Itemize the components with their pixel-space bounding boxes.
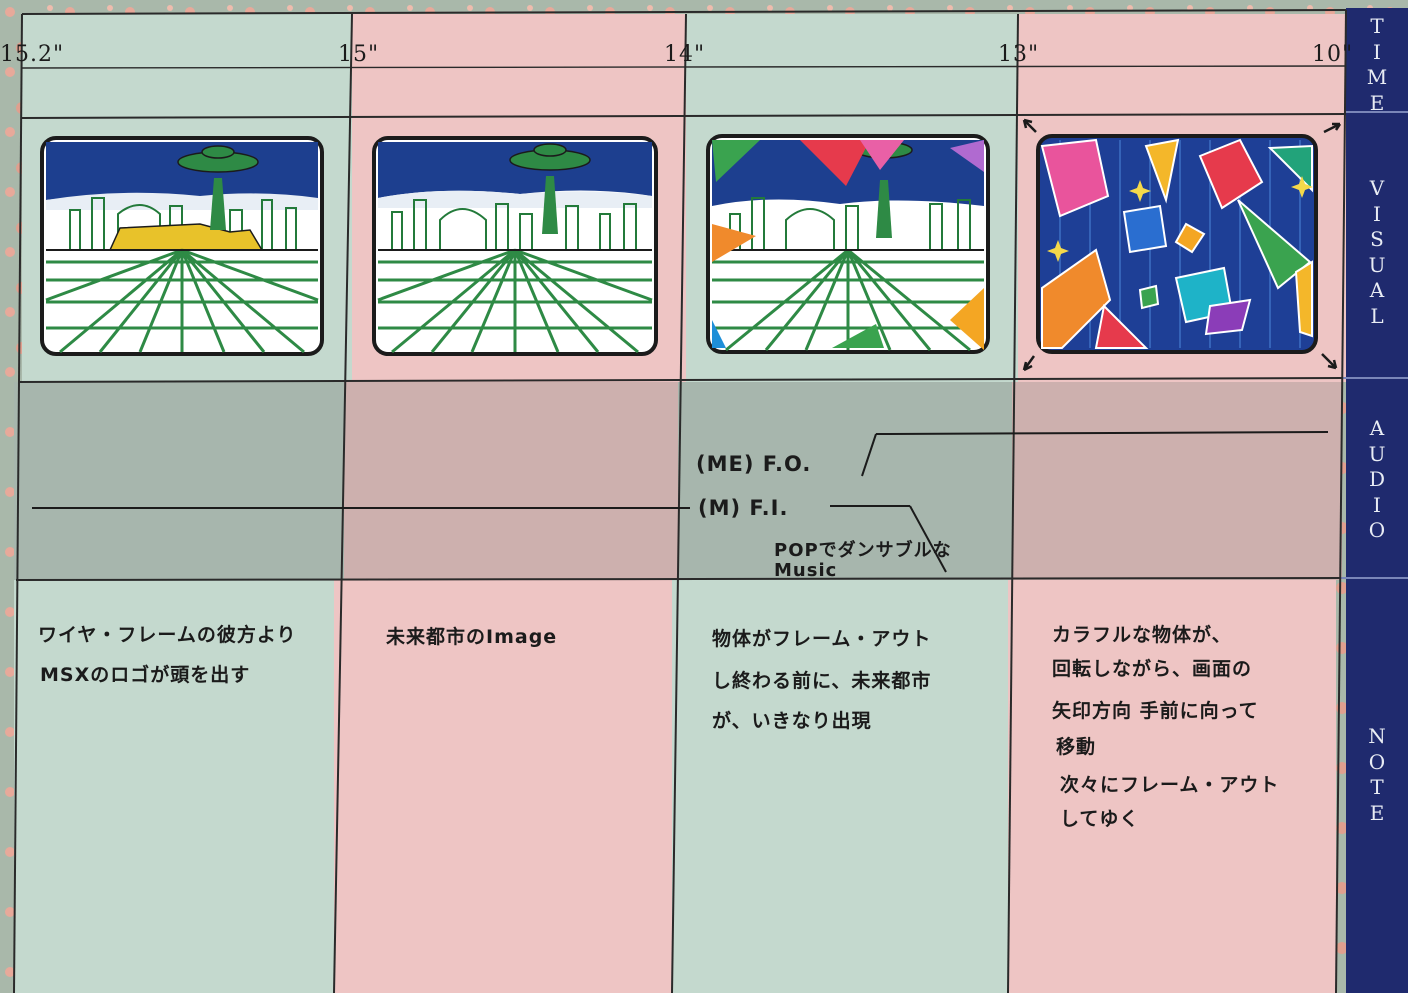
note-3-line-2: し終わる前に、未来都市 <box>712 670 932 692</box>
note-1-line-2: MSXのロゴが頭を出す <box>40 664 251 686</box>
frame3-city-with-objects <box>706 134 990 354</box>
col4-audio <box>1012 382 1342 580</box>
col3-note <box>672 580 1008 993</box>
time-mark-2: 15" <box>338 42 380 67</box>
grid-lines <box>13 9 1347 993</box>
col4-note <box>1008 580 1336 993</box>
audio-me-fo: (ME) F.O. <box>696 452 812 476</box>
note-2-line-1: 未来都市のImage <box>386 626 558 648</box>
note-4-line-5: 次々にフレーム・アウト <box>1060 774 1280 796</box>
side-label-audio: A U D I O <box>1368 416 1386 543</box>
note-4-line-4: 移動 <box>1056 736 1097 758</box>
col1-audio <box>14 382 344 580</box>
note-4-line-3: 矢印方向 手前に向って <box>1052 700 1259 722</box>
note-3-line-1: 物体がフレーム・アウト <box>712 628 932 650</box>
side-label-note: N O T E <box>1368 724 1386 825</box>
note-4-line-2: 回転しながら、画面の <box>1052 658 1253 680</box>
note-4-line-6: してゆく <box>1060 808 1140 830</box>
note-1-line-1: ワイヤ・フレームの彼方より <box>38 624 297 646</box>
frame1-city-wireframe <box>40 136 324 356</box>
time-mark-4: 13" <box>998 42 1040 67</box>
zoom-arrows <box>1022 118 1342 372</box>
side-label-bar <box>1346 8 1408 993</box>
audio-m-fi: (M) F.I. <box>698 496 789 520</box>
time-mark-1: 15.2" <box>0 42 65 67</box>
col2-note <box>334 580 672 993</box>
time-mark-3: 14" <box>664 42 706 67</box>
side-label-visual: V I S U A L <box>1368 176 1386 328</box>
audio-music-desc-2: Music <box>774 560 838 581</box>
col2-audio <box>344 382 678 580</box>
frame4-colorful-objects <box>1036 134 1318 354</box>
col3-audio <box>678 382 1012 580</box>
time-mark-5: 10" <box>1312 42 1354 67</box>
col1-note <box>14 580 334 993</box>
note-4-line-1: カラフルな物体が、 <box>1052 624 1232 646</box>
frame2-future-city <box>372 136 658 356</box>
audio-music-desc-1: POPでダンサブルな <box>774 540 952 561</box>
side-label-time: T I M E <box>1366 14 1388 115</box>
audio-lines <box>32 431 1329 573</box>
note-3-line-3: が、いきなり出現 <box>712 710 872 732</box>
